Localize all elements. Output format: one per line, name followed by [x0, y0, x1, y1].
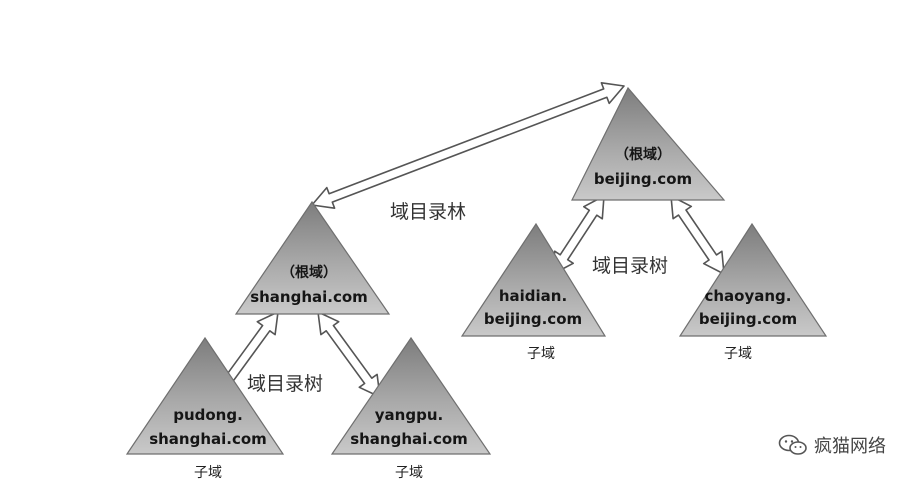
arrows-group [215, 82, 725, 398]
triangle-chaoyang [678, 222, 828, 337]
haidian-sub-label: 子域 [527, 346, 555, 362]
beijing-root-tag: （根域） [615, 146, 671, 163]
shanghai-root-tag: （根域） [281, 264, 337, 281]
arrow-beijing-chaoyang [670, 195, 725, 275]
chaoyang-line1: chaoyang. [704, 287, 791, 305]
tree-label-right: 域目录树 [592, 255, 668, 277]
pudong-line1: pudong. [173, 406, 243, 424]
pudong-line2: shanghai.com [149, 430, 267, 448]
yangpu-line2: shanghai.com [350, 430, 468, 448]
arrow-forest-trust [311, 82, 625, 209]
watermark-text: 疯猫网络 [814, 436, 886, 457]
haidian-line2: beijing.com [484, 310, 582, 328]
chaoyang-line2: beijing.com [699, 310, 797, 328]
shanghai-root-name: shanghai.com [250, 288, 368, 306]
tree-label-left: 域目录树 [247, 373, 323, 395]
haidian-line1: haidian. [499, 287, 567, 305]
forest-label: 域目录林 [390, 201, 466, 223]
arrow-shanghai-yangpu [317, 311, 381, 398]
yangpu-sub-label: 子域 [395, 465, 423, 481]
pudong-sub-label: 子域 [194, 465, 222, 481]
yangpu-line1: yangpu. [375, 406, 443, 424]
watermark: 疯猫网络 [778, 432, 886, 458]
triangle-pudong [125, 336, 285, 455]
chaoyang-sub-label: 子域 [724, 346, 752, 362]
triangle-shanghai-root [234, 200, 391, 315]
beijing-root-name: beijing.com [594, 170, 692, 188]
triangle-beijing-root [571, 86, 726, 201]
wechat-icon [778, 434, 807, 455]
triangle-haidian [460, 222, 607, 337]
triangle-yangpu [330, 336, 492, 455]
